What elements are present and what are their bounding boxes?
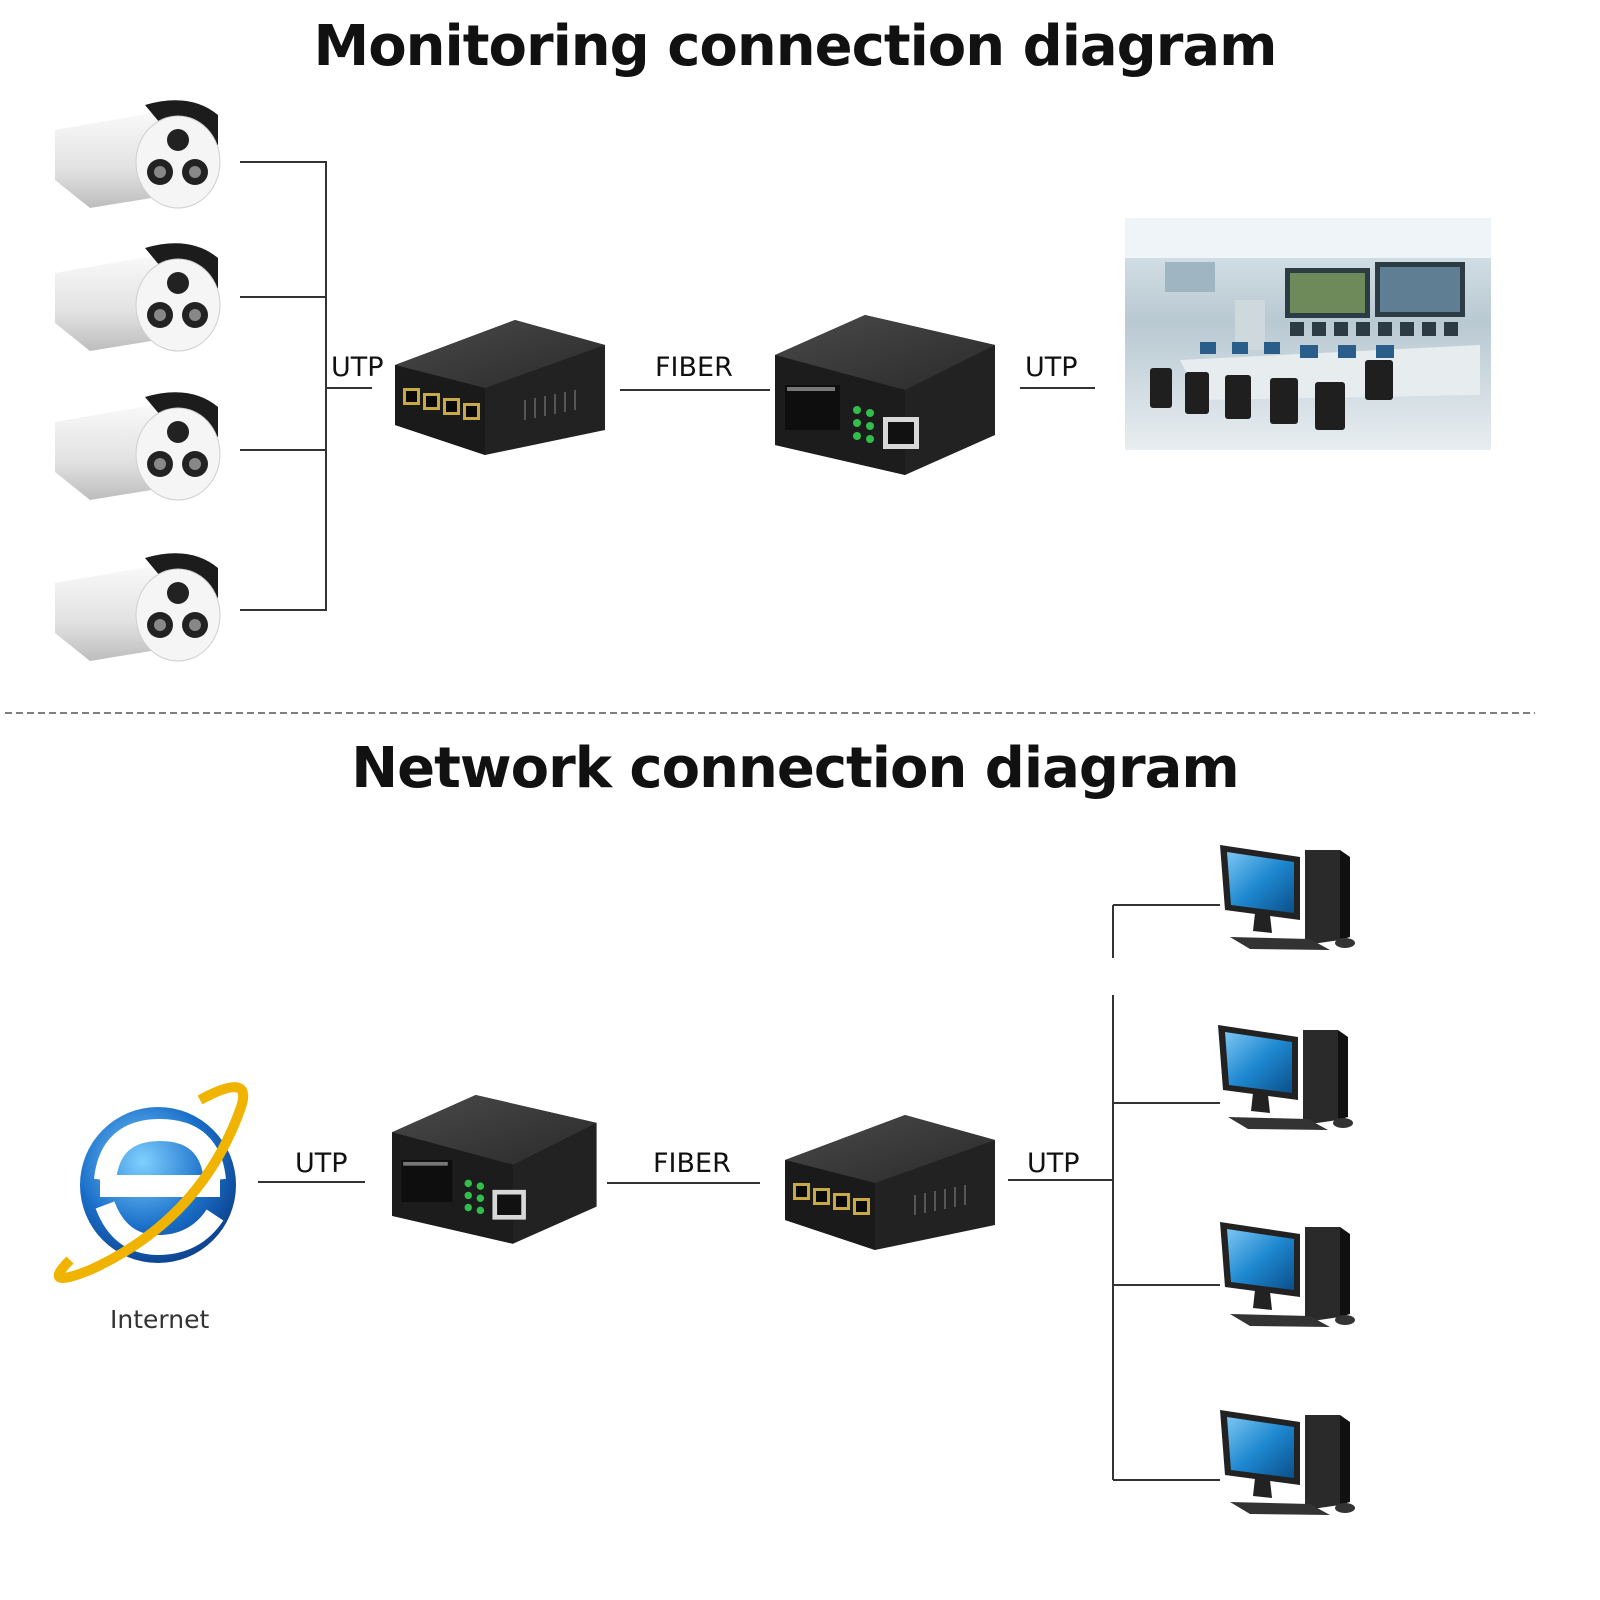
camera-4 [54,552,221,662]
network-fiber-label: FIBER [653,1148,731,1179]
network-utp-right-label: UTP [1027,1148,1080,1179]
network-utp-wiring [1008,904,1220,1481]
monitoring-fiber-label: FIBER [655,352,733,383]
monitoring-media-converter [775,315,995,475]
internet-explorer-icon [53,1082,249,1283]
network-switch [784,1114,996,1251]
monitoring-utp-right-label: UTP [1025,352,1078,383]
network-media-converter [392,1095,597,1244]
internet-label: Internet [110,1305,210,1334]
monitoring-switch [394,319,606,456]
network-title: Network connection diagram [351,736,1239,801]
computer-4 [1220,1410,1355,1515]
computer-1 [1220,845,1355,950]
monitoring-utp-left-label: UTP [331,352,384,383]
control-room-image [1125,218,1491,450]
camera-1 [54,99,221,209]
computer-3 [1220,1222,1355,1327]
camera-2 [54,242,221,352]
camera-3 [54,391,221,501]
network-utp-left-label: UTP [295,1148,348,1179]
monitoring-title: Monitoring connection diagram [313,14,1277,79]
computer-2 [1218,1025,1353,1130]
monitoring-utp-wiring [240,161,372,611]
